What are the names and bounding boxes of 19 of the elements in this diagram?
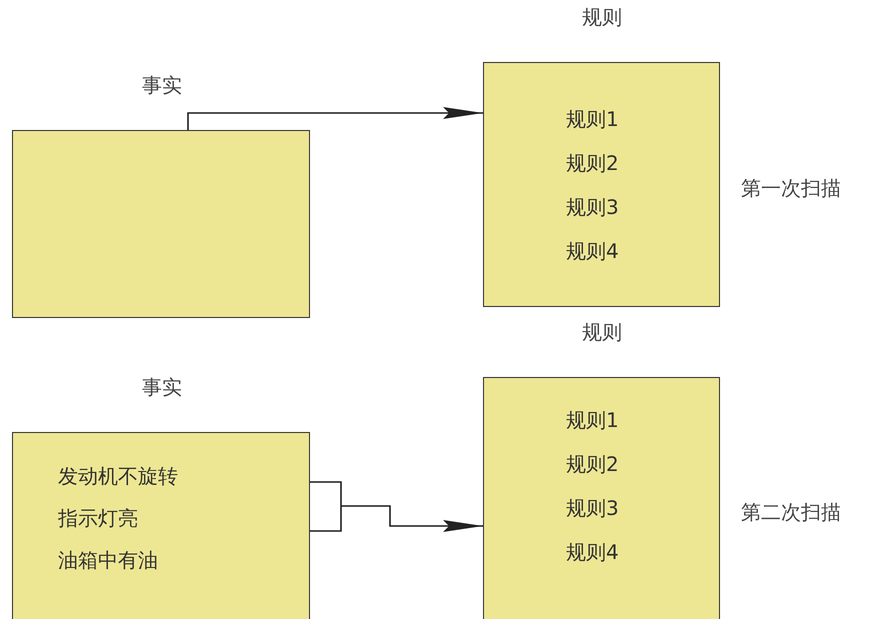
scan-label: 第二次扫描 — [741, 500, 841, 524]
list-item: 规则3 — [566, 496, 619, 520]
list-item: 发动机不旋转 — [58, 464, 178, 488]
box-heading: 事实 — [142, 73, 182, 97]
box-heading: 事实 — [142, 375, 182, 399]
list-item: 规则4 — [566, 540, 619, 564]
list-item: 规则1 — [566, 107, 619, 131]
list-item: 油箱中有油 — [58, 548, 158, 572]
list-item: 规则2 — [566, 452, 619, 476]
list-item: 规则4 — [566, 239, 619, 263]
list-item: 规则1 — [566, 408, 619, 432]
list-item: 指示灯亮 — [58, 506, 138, 530]
scan-label: 第一次扫描 — [741, 176, 841, 200]
arrow — [309, 481, 484, 532]
box-heading: 规则 — [582, 5, 622, 29]
arrow — [187, 107, 483, 130]
list-item: 规则2 — [566, 151, 619, 175]
list-item: 规则3 — [566, 195, 619, 219]
box-heading: 规则 — [582, 320, 622, 344]
